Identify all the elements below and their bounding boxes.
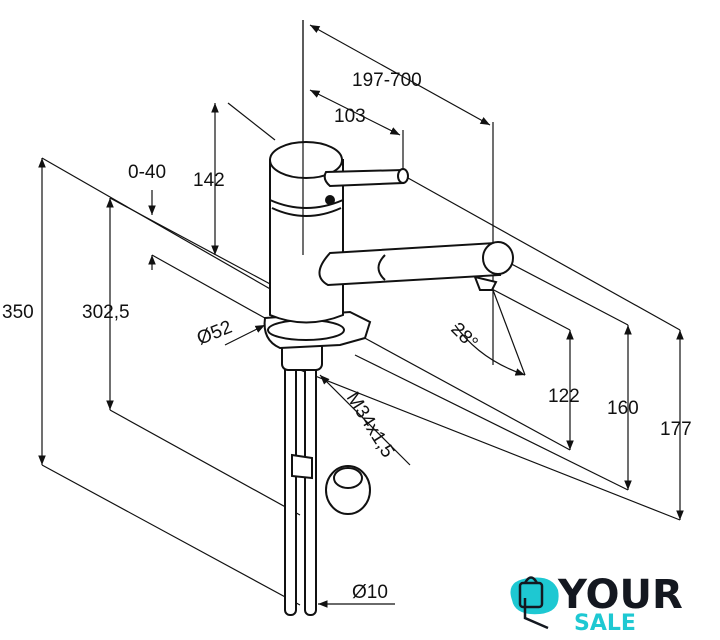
dim-pipe-label: Ø10 <box>352 582 388 603</box>
logo-blob-icon <box>510 577 559 615</box>
faucet <box>263 141 514 616</box>
dim-lever-label: 103 <box>334 106 366 127</box>
yoursale-logo: YOUR SALE <box>510 572 683 636</box>
logo-text-your: YOUR <box>557 572 683 618</box>
dim-122-label: 122 <box>548 386 580 407</box>
dimension-lines <box>38 20 684 608</box>
dim-177-label: 177 <box>660 419 692 440</box>
dim-adjust-label: 0-40 <box>128 162 166 183</box>
dim-thread-label: M34x1,5 <box>342 389 398 462</box>
logo-text-sale: SALE <box>574 611 636 636</box>
dim-body-height-label: 142 <box>193 170 225 191</box>
dim-base-diameter-label: Ø52 <box>194 317 235 350</box>
dim-reach-label: 197-700 <box>352 70 422 91</box>
dim-total-height-label: 350 <box>2 302 34 323</box>
dim-160-label: 160 <box>607 398 639 419</box>
dim-302-label: 302,5 <box>82 302 130 323</box>
shopping-bag-hand-icon <box>518 576 549 630</box>
